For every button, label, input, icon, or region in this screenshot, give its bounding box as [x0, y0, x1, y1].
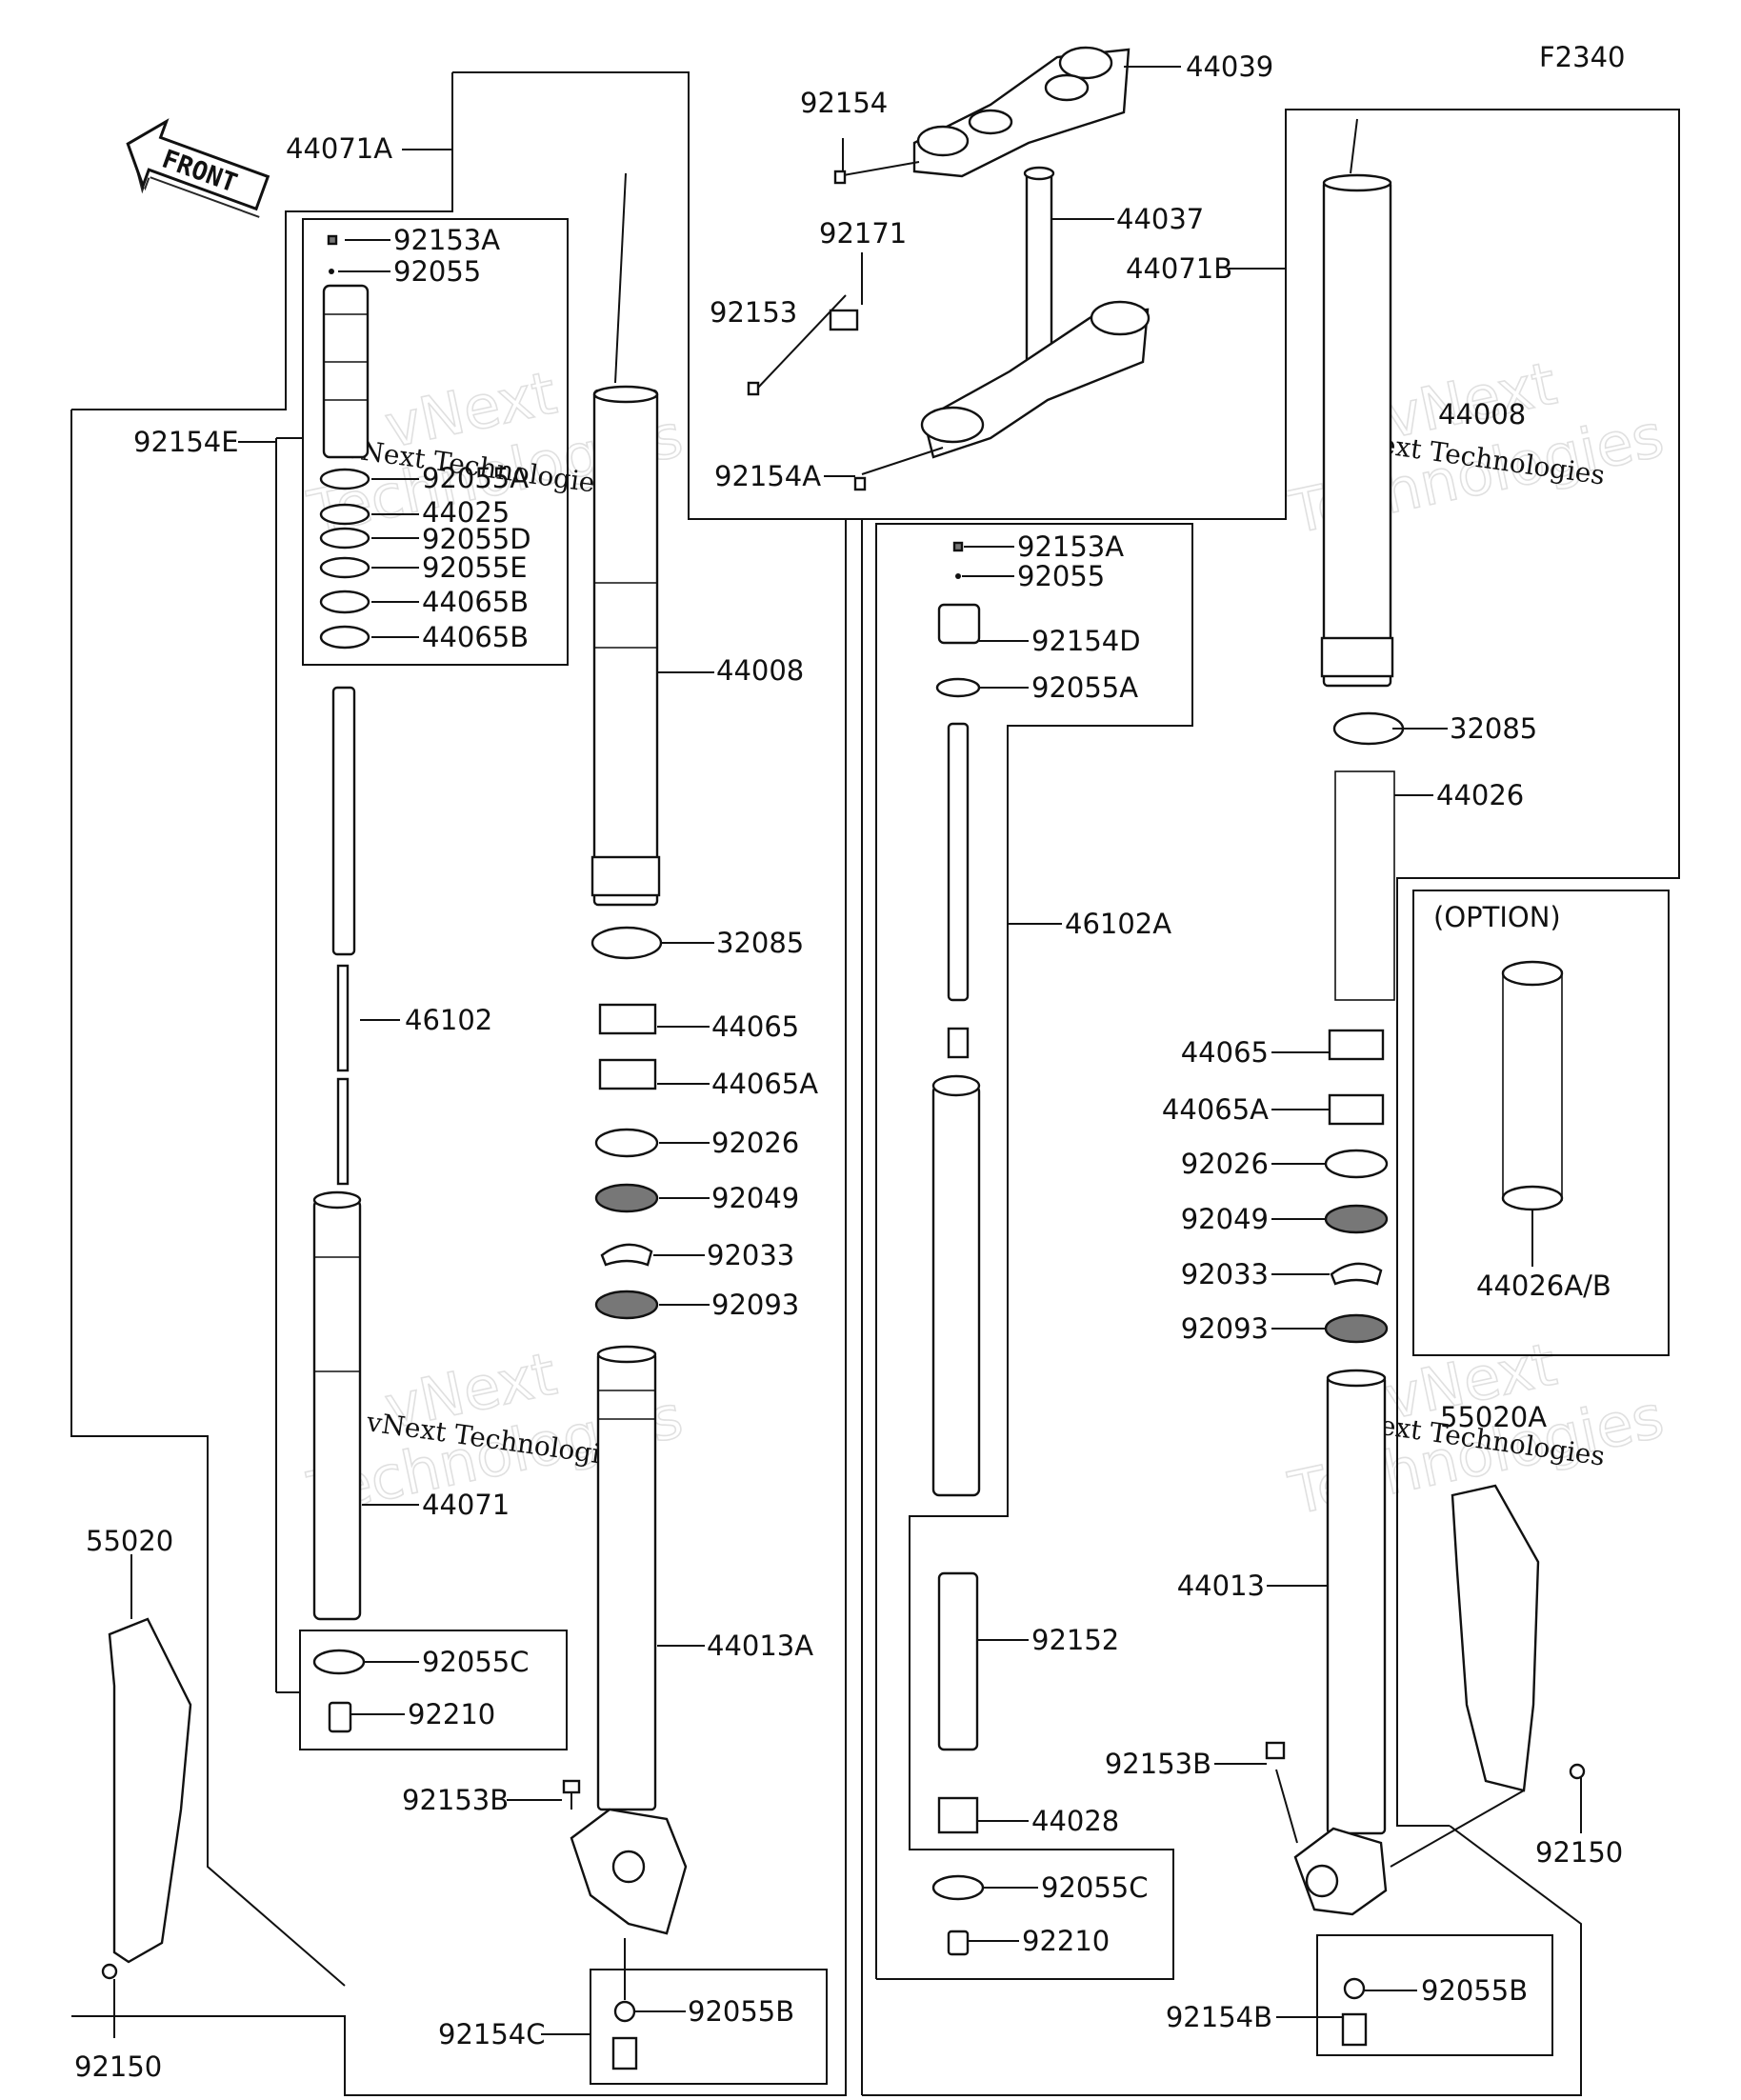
- diagram-code: F2340: [1539, 41, 1625, 73]
- right-fork-guard: [1390, 1484, 1586, 1868]
- label-92153B-right: 92153B: [1105, 1748, 1211, 1780]
- label-92093-left: 92093: [711, 1289, 799, 1321]
- label-92055C-right: 92055C: [1041, 1871, 1149, 1904]
- label-92150-left: 92150: [74, 2050, 162, 2083]
- left-cap-parts: [319, 234, 370, 650]
- label-92055E: 92055E: [422, 551, 528, 584]
- label-44037: 44037: [1116, 203, 1204, 235]
- label-44013: 44013: [1177, 1570, 1265, 1602]
- label-92055D: 92055D: [422, 523, 531, 555]
- label-44028: 44028: [1031, 1805, 1119, 1837]
- label-92154: 92154: [800, 87, 888, 119]
- label-44071A: 44071A: [286, 132, 392, 165]
- label-92154A: 92154A: [714, 460, 821, 492]
- right-cap-parts: [935, 541, 981, 698]
- left-outer-tube: [590, 172, 661, 907]
- label-92055C-left: 92055C: [422, 1646, 530, 1678]
- label-92055-left: 92055: [393, 255, 481, 288]
- label-92026-right: 92026: [1181, 1148, 1269, 1180]
- label-44026: 44026: [1436, 779, 1524, 811]
- label-92154D: 92154D: [1031, 625, 1141, 657]
- right-axle-bracket: [1265, 1741, 1388, 1916]
- label-46102A: 46102A: [1065, 908, 1171, 940]
- upper-triple-clamp: [912, 46, 1131, 178]
- right-inner-tube: [1326, 1369, 1387, 1835]
- label-44065B-1: 44065B: [422, 586, 529, 618]
- clamp-hardware: [747, 161, 944, 491]
- label-92026-left: 92026: [711, 1127, 799, 1159]
- left-cartridge-tube: [312, 1190, 362, 1621]
- option-label: (OPTION): [1433, 901, 1561, 933]
- label-92093-right: 92093: [1181, 1312, 1269, 1345]
- label-44065B-2: 44065B: [422, 621, 529, 653]
- label-32085-left: 32085: [716, 927, 804, 959]
- right-damper-rod: [947, 722, 970, 1059]
- right-outer-tube: [1320, 118, 1394, 688]
- label-92055-right: 92055: [1017, 560, 1105, 592]
- left-fork-guard: [101, 1617, 192, 1980]
- label-92033-left: 92033: [707, 1239, 794, 1271]
- option-spring: [1501, 960, 1564, 1211]
- label-92153: 92153: [710, 296, 797, 329]
- label-44071: 44071: [422, 1489, 510, 1521]
- label-92153A-right: 92153A: [1017, 530, 1124, 563]
- label-44025: 44025: [422, 496, 510, 529]
- label-44065-right: 44065: [1181, 1036, 1269, 1069]
- label-44065-left: 44065: [711, 1010, 799, 1043]
- leader-lines: [113, 66, 1582, 2038]
- right-bottom-bolt: [1341, 1977, 1368, 2047]
- label-44039: 44039: [1186, 50, 1273, 83]
- left-damper-rod: [331, 686, 356, 1186]
- label-92153B-left: 92153B: [402, 1784, 509, 1816]
- right-kit-parts: [931, 1571, 985, 1956]
- label-92055A-left: 92055A: [422, 462, 529, 494]
- label-55020: 55020: [86, 1525, 173, 1557]
- right-spring: [1332, 711, 1405, 1001]
- group-outlines: [70, 71, 1680, 2096]
- left-axle-bracket: [562, 1779, 688, 1935]
- lower-triple-clamp: [920, 300, 1151, 459]
- label-92154B: 92154B: [1166, 2001, 1272, 2033]
- label-44013A: 44013A: [707, 1630, 813, 1662]
- label-44065A-right: 44065A: [1162, 1093, 1269, 1126]
- right-cartridge: [931, 1074, 981, 1497]
- label-92210-right: 92210: [1022, 1925, 1110, 1957]
- right-rings-and-seals: [1324, 1029, 1389, 1344]
- label-44008-left: 44008: [716, 654, 804, 687]
- part-labels: 44039 92154 44037 92171 92153 92154A 440…: [74, 50, 1623, 2083]
- left-inner-tube: [596, 1345, 657, 1811]
- left-rings-and-seals: [590, 926, 663, 1320]
- left-bottom-bolt: [611, 1938, 638, 2070]
- label-92210-left: 92210: [408, 1698, 495, 1730]
- label-92152: 92152: [1031, 1624, 1119, 1656]
- label-92150-right: 92150: [1535, 1836, 1623, 1869]
- label-92153A-left: 92153A: [393, 224, 500, 256]
- label-44065A-left: 44065A: [711, 1068, 818, 1100]
- label-44026AB: 44026A/B: [1476, 1270, 1611, 1302]
- label-92154C: 92154C: [438, 2018, 546, 2050]
- label-92055B-right: 92055B: [1421, 1974, 1528, 2007]
- label-92049-left: 92049: [711, 1182, 799, 1214]
- label-92033-right: 92033: [1181, 1258, 1269, 1290]
- label-92049-right: 92049: [1181, 1203, 1269, 1235]
- label-92171: 92171: [819, 217, 907, 250]
- label-92055B-left: 92055B: [688, 1995, 794, 2028]
- label-46102: 46102: [405, 1004, 492, 1036]
- label-44008-right-top: 44008: [1438, 398, 1526, 430]
- label-44071B: 44071B: [1126, 252, 1232, 285]
- steering-stem: [1023, 166, 1055, 364]
- front-arrow-icon: FRONT: [126, 118, 270, 218]
- label-55020A: 55020A: [1440, 1401, 1547, 1433]
- left-lower-kit-parts: [312, 1649, 366, 1733]
- label-32085-right: 32085: [1450, 712, 1537, 745]
- label-92055A-right: 92055A: [1031, 671, 1138, 704]
- label-92154E: 92154E: [133, 426, 239, 458]
